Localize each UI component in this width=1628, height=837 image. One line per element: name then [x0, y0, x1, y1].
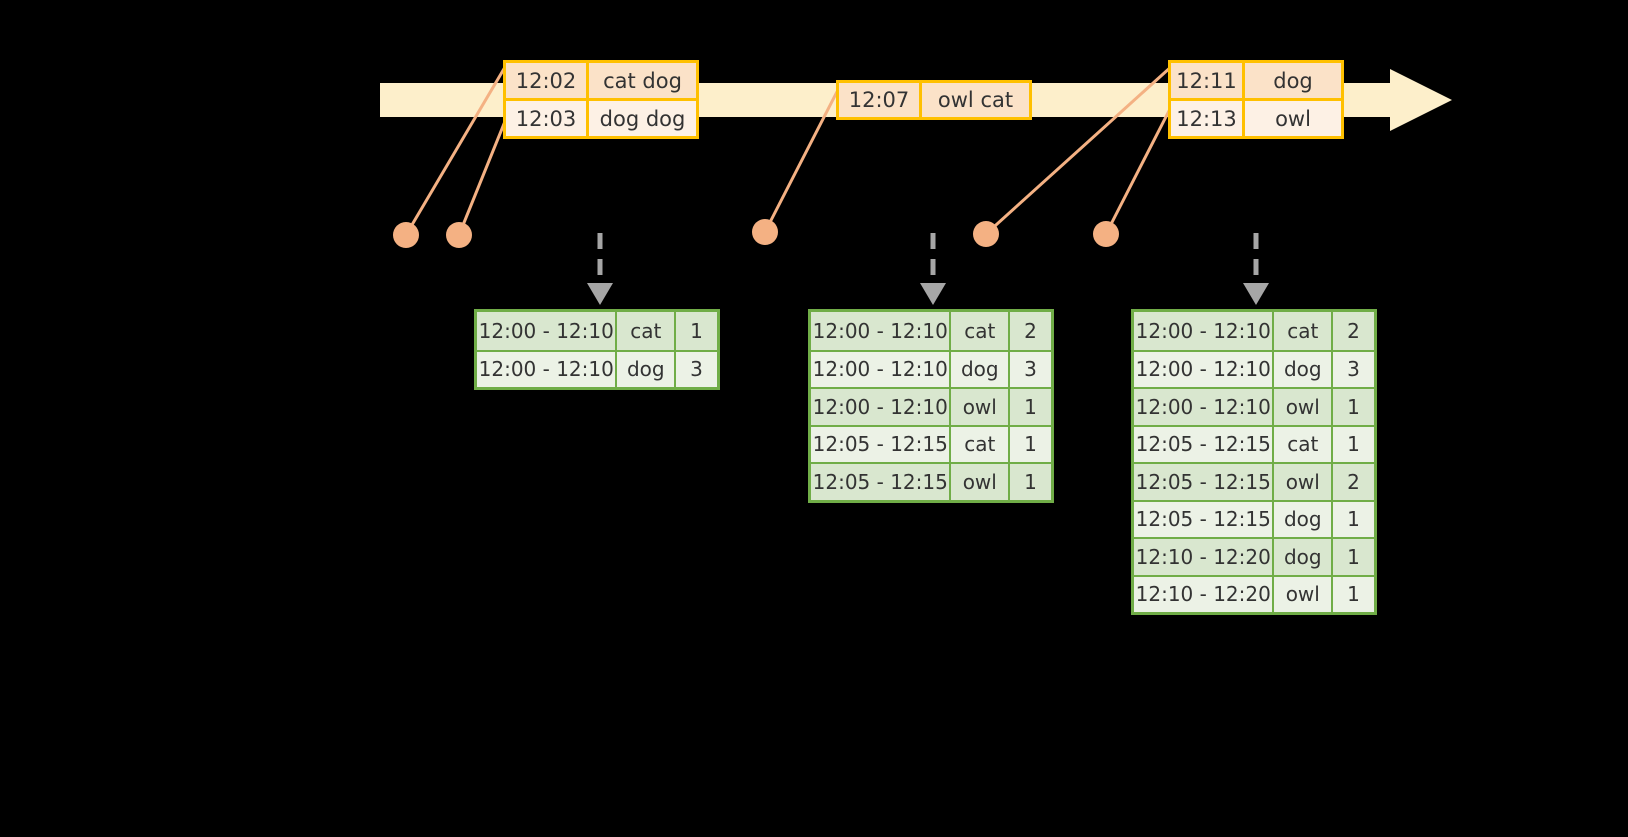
cell-word: cat	[617, 312, 677, 350]
event-time: 12:11	[1171, 63, 1245, 98]
cell-word: cat	[951, 312, 1011, 350]
event-time: 12:13	[1171, 101, 1245, 136]
dashed-arrow-2-head-icon	[920, 283, 946, 305]
cell-window: 12:05 - 12:15	[1134, 464, 1275, 500]
event-time: 12:07	[839, 83, 922, 117]
cell-count: 1	[1333, 501, 1374, 537]
cell-window: 12:10 - 12:20	[1134, 539, 1275, 575]
connector-dot-3	[752, 219, 778, 245]
cell-count: 1	[1333, 539, 1374, 575]
event-words: dog dog	[589, 101, 696, 136]
event-time: 12:03	[506, 101, 589, 136]
cell-window: 12:00 - 12:10	[1134, 389, 1275, 425]
cell-window: 12:00 - 12:10	[477, 351, 618, 387]
cell-window: 12:05 - 12:15	[811, 464, 952, 500]
connector-dot-4	[973, 221, 999, 247]
cell-window: 12:00 - 12:10	[1134, 312, 1275, 350]
cell-word: owl	[951, 464, 1011, 500]
event-words: dog	[1245, 63, 1341, 98]
dashed-arrow-3-head-icon	[1243, 283, 1269, 305]
cell-word: dog	[1274, 351, 1334, 387]
cell-word: dog	[617, 351, 677, 387]
cell-word: owl	[1274, 389, 1334, 425]
connector-dot-5	[1093, 221, 1119, 247]
cell-word: owl	[1274, 576, 1334, 612]
cell-count: 2	[1010, 312, 1051, 350]
cell-count: 3	[676, 351, 717, 387]
cell-window: 12:10 - 12:20	[1134, 576, 1275, 612]
event-words: owl cat	[922, 83, 1029, 117]
cell-word: dog	[951, 351, 1011, 387]
cell-word: dog	[1274, 501, 1334, 537]
cell-count: 1	[1010, 464, 1051, 500]
cell-count: 1	[676, 312, 717, 350]
cell-window: 12:05 - 12:15	[1134, 501, 1275, 537]
cell-word: cat	[951, 426, 1011, 462]
cell-window: 12:05 - 12:15	[1134, 426, 1275, 462]
cell-window: 12:00 - 12:10	[811, 389, 952, 425]
cell-count: 1	[1010, 426, 1051, 462]
cell-window: 12:00 - 12:10	[811, 312, 952, 350]
connector-dot-1	[393, 222, 419, 248]
connector-dot-1-line	[404, 61, 510, 236]
connector-dot-5-line	[1104, 104, 1174, 235]
cell-window: 12:00 - 12:10	[477, 312, 618, 350]
cell-count: 2	[1333, 312, 1374, 350]
dashed-arrow-1-head-icon	[587, 283, 613, 305]
cell-word: owl	[951, 389, 1011, 425]
event-words: owl	[1245, 101, 1341, 136]
cell-word: cat	[1274, 426, 1334, 462]
event-time: 12:02	[506, 63, 589, 98]
cell-word: dog	[1274, 539, 1334, 575]
cell-count: 2	[1333, 464, 1374, 500]
timeline-arrow-head-icon	[1390, 69, 1452, 131]
connector-dot-2	[446, 222, 472, 248]
cell-count: 1	[1333, 426, 1374, 462]
cell-window: 12:05 - 12:15	[811, 426, 952, 462]
cell-word: owl	[1274, 464, 1334, 500]
connector-dot-3-line	[763, 81, 844, 233]
cell-window: 12:00 - 12:10	[811, 351, 952, 387]
cell-count: 3	[1333, 351, 1374, 387]
cell-word: cat	[1274, 312, 1334, 350]
cell-count: 1	[1333, 576, 1374, 612]
cell-count: 3	[1010, 351, 1051, 387]
cell-window: 12:00 - 12:10	[1134, 351, 1275, 387]
event-words: cat dog	[589, 63, 696, 98]
cell-count: 1	[1333, 389, 1374, 425]
cell-count: 1	[1010, 389, 1051, 425]
